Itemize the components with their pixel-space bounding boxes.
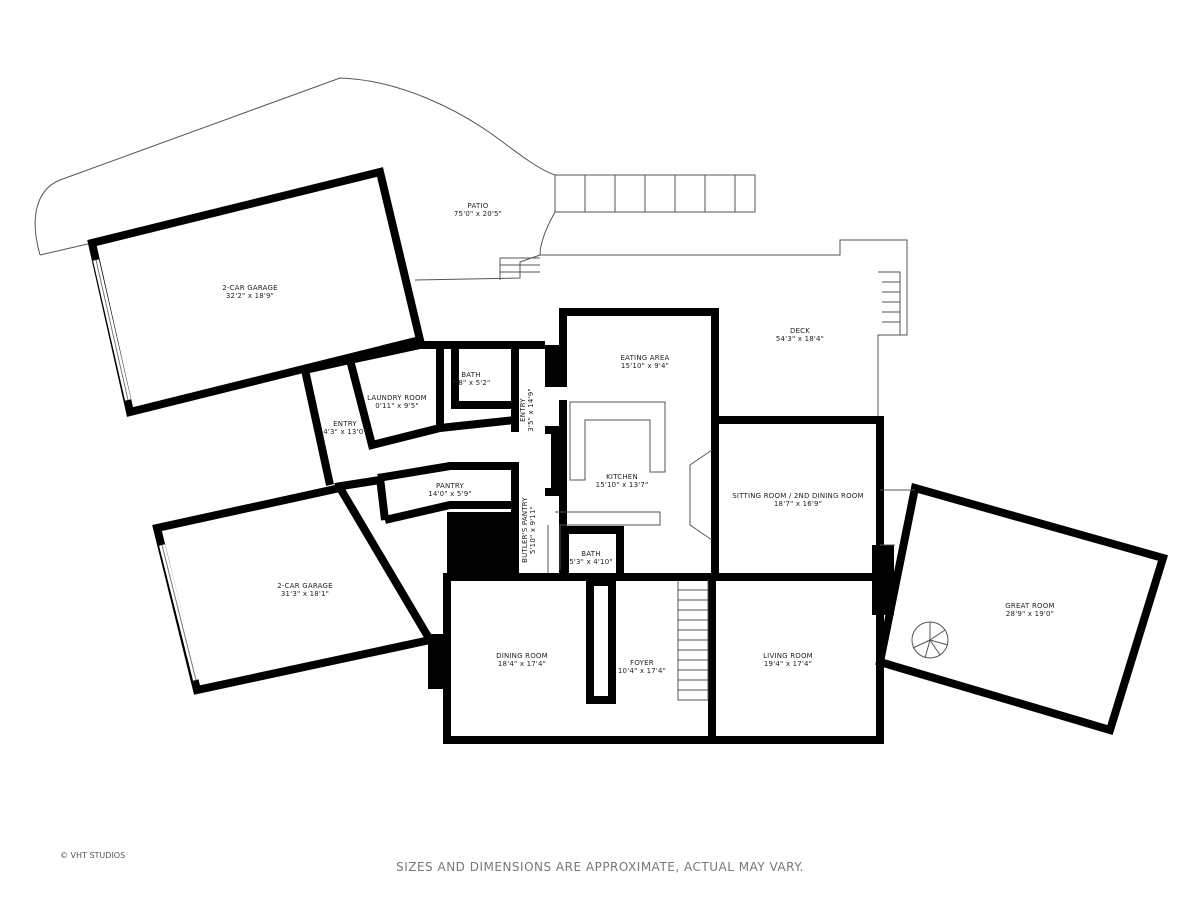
room-dims: 14'0" x 5'9" — [428, 490, 472, 498]
copyright: © VHT STUDIOS — [60, 851, 126, 860]
room-name: ENTRY — [333, 420, 357, 428]
room-name: BATH — [581, 550, 601, 558]
room-dims: 0'11" x 9'5" — [375, 402, 419, 410]
room-name: PATIO — [467, 202, 489, 210]
room-dims: 5'3" x 4'10" — [569, 558, 613, 566]
room-name: GREAT ROOM — [1005, 602, 1055, 610]
great-room-walls — [875, 482, 1169, 735]
room-dims: 4'3" x 13'0" — [323, 428, 367, 436]
bath-small-walls — [561, 526, 624, 577]
room-dims: 75'0" x 20'5" — [453, 210, 503, 218]
room-dims: 18'4" x 17'4" — [497, 660, 547, 668]
room-name: LAUNDRY ROOM — [367, 394, 427, 402]
chimney — [545, 345, 563, 387]
garage-door-line — [161, 544, 197, 681]
patio-outline — [34, 77, 756, 281]
room-name: PANTRY — [436, 482, 464, 490]
garage-door-line — [95, 259, 129, 401]
spiral-stair-treads — [912, 622, 949, 659]
room-dims: 7'8" x 5'2" — [451, 379, 491, 387]
room-dims: 3'5" x 14'9" — [527, 388, 535, 432]
hearth — [689, 449, 713, 541]
room-dims: 18'7" x 16'9" — [773, 500, 823, 508]
room-name: 2-CAR GARAGE — [277, 582, 333, 590]
room-name: BATH — [461, 371, 481, 379]
kitchen-walls — [545, 308, 884, 577]
room-name: FOYER — [630, 659, 654, 667]
room-dims: 5'10" x 9'11" — [529, 505, 537, 555]
room-name: DECK — [789, 327, 811, 335]
room-dims: 10'4" x 17'4" — [617, 667, 667, 675]
foyer-walls — [586, 577, 716, 740]
room-dims: 28'9" x 19'0" — [1005, 610, 1055, 618]
room-dims: 31'3" x 18'1" — [280, 590, 330, 598]
room-name: BUTLER'S PANTRY — [521, 497, 529, 563]
room-name: EATING AREA — [620, 354, 670, 362]
room-name: ENTRY — [519, 398, 527, 422]
chimney — [447, 512, 513, 577]
pantry-walls — [376, 462, 519, 577]
room-dims: 15'10" x 13'7" — [595, 481, 649, 489]
patio-steps — [499, 175, 736, 280]
foyer-stairs — [677, 580, 709, 701]
deck-outline — [540, 239, 908, 420]
kitchen-counter — [547, 401, 666, 577]
room-name: KITCHEN — [606, 473, 638, 481]
room-dims: 19'4" x 17'4" — [763, 660, 813, 668]
room-name: DINING ROOM — [496, 652, 548, 660]
patio-edge — [39, 242, 93, 256]
room-name: SITTING ROOM / 2ND DINING ROOM — [732, 492, 864, 500]
great-room-connector — [880, 489, 915, 546]
room-name: LIVING ROOM — [763, 652, 813, 660]
room-dims: 15'10" x 9'4" — [620, 362, 670, 370]
room-dims: 32'2" x 18'9" — [225, 292, 275, 300]
room-dims: 54'3" x 18'4" — [775, 335, 825, 343]
disclaimer: SIZES AND DIMENSIONS ARE APPROXIMATE, AC… — [396, 860, 804, 874]
entry-walls — [301, 341, 545, 491]
room-name: 2-CAR GARAGE — [222, 284, 278, 292]
